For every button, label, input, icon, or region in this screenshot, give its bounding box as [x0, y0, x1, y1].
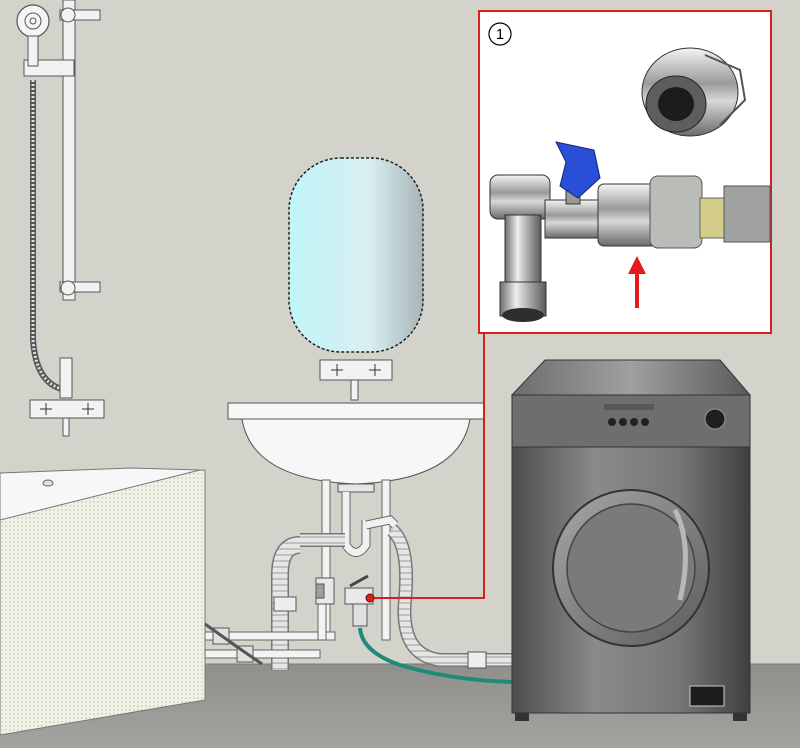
callout-number: 1 [496, 26, 504, 43]
detail-callout-box: 1 [478, 10, 772, 334]
washbasin [227, 402, 485, 493]
threaded-adapter-icon [641, 47, 747, 137]
arrow-up-icon [628, 256, 646, 308]
mirror [288, 157, 424, 353]
callout-leader-line [374, 332, 485, 599]
bathtub [0, 467, 206, 736]
valve-handle-icon [555, 141, 601, 199]
waste-pipes [271, 479, 399, 670]
washer-program-dial [704, 408, 726, 430]
callout-number-badge [488, 22, 512, 46]
water-supply-pipes [204, 577, 336, 659]
washer-program-buttons [604, 404, 654, 426]
shower-mixer-tap [29, 357, 105, 437]
angle-valve-icon [489, 169, 606, 322]
shower-head-icon [16, 4, 50, 67]
basin-tap [319, 359, 393, 401]
washer-filter-flap [689, 685, 725, 707]
washer-inlet-hose [358, 627, 513, 684]
hose-coupling-icon [597, 175, 771, 249]
shutoff-valve-icon [204, 622, 263, 666]
washing-machine [510, 359, 752, 721]
